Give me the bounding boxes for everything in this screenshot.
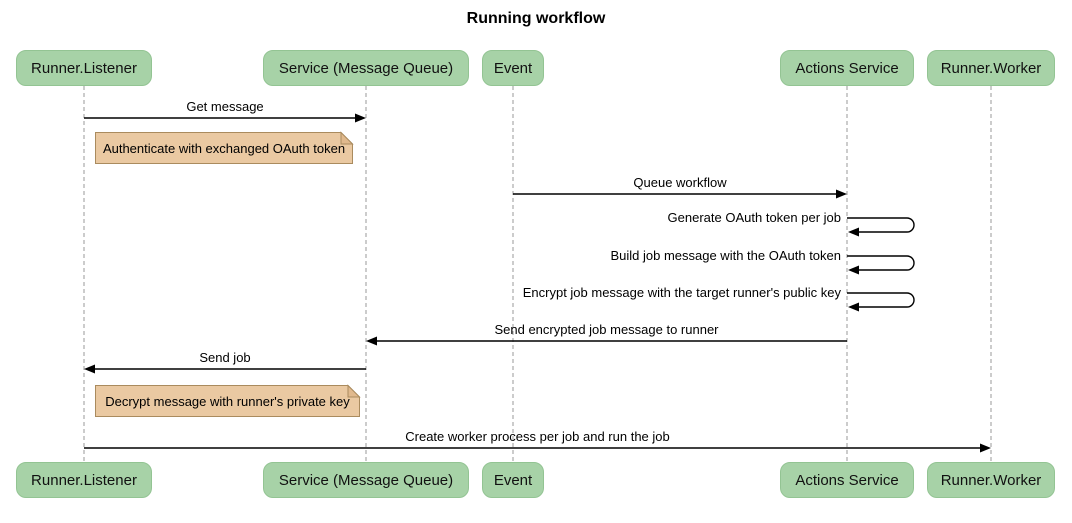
note-fold [340, 131, 354, 145]
self-message-label: Generate OAuth token per job [667, 210, 841, 225]
arrowhead [980, 443, 991, 453]
message-label: Get message [186, 99, 264, 114]
self-loop-arrowhead [848, 227, 859, 237]
actor-runner-worker-bottom: Runner.Worker [927, 462, 1055, 498]
message-label: Queue workflow [633, 175, 727, 190]
actor-event-top: Event [482, 50, 544, 86]
message-label: Send encrypted job message to runner [494, 322, 719, 337]
note-shape [95, 132, 353, 164]
self-loop-line [847, 255, 915, 271]
self-loop-arrowhead [848, 265, 859, 275]
diagram-title: Running workflow [466, 10, 606, 27]
actor-actions-service-bottom: Actions Service [780, 462, 914, 498]
actor-event-bottom: Event [482, 462, 544, 498]
self-loop-line [847, 217, 915, 233]
arrowhead [366, 336, 377, 346]
actor-actions-service-top: Actions Service [780, 50, 914, 86]
actor-service-message-queue-bottom: Service (Message Queue) [263, 462, 469, 498]
arrowhead [84, 364, 95, 374]
actor-runner-listener-top: Runner.Listener [16, 50, 152, 86]
actor-runner-worker-top: Runner.Worker [927, 50, 1055, 86]
note-fold [347, 384, 361, 398]
message-label: Create worker process per job and run th… [405, 429, 670, 444]
self-message-label: Build job message with the OAuth token [610, 248, 841, 263]
self-loop-arrowhead [848, 302, 859, 312]
note: Decrypt message with runner's private ke… [105, 393, 350, 409]
message-label: Send job [199, 350, 251, 365]
arrowhead [836, 189, 847, 199]
self-message-label: Encrypt job message with the target runn… [522, 285, 841, 300]
note-shape [95, 385, 360, 417]
self-loop-line [847, 292, 915, 308]
arrowhead [355, 113, 366, 123]
actor-runner-listener-bottom: Runner.Listener [16, 462, 152, 498]
actor-service-message-queue-top: Service (Message Queue) [263, 50, 469, 86]
note: Authenticate with exchanged OAuth token [102, 140, 346, 156]
